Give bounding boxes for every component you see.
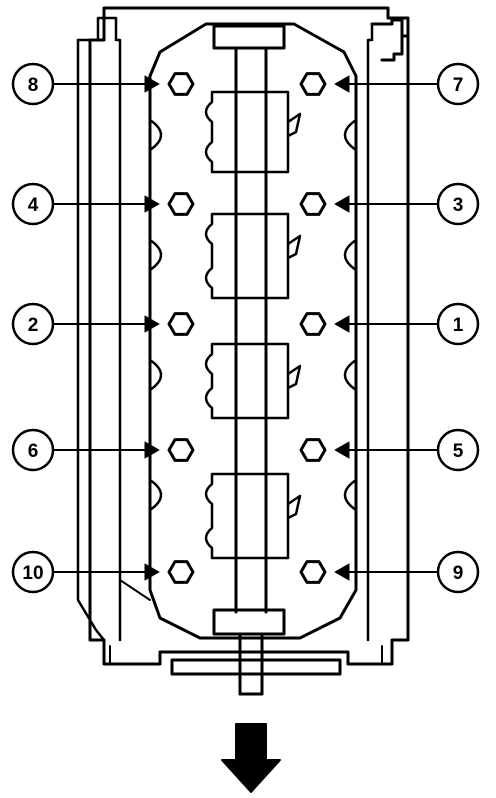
callout-8: 8 [11, 62, 160, 106]
arrow-head-icon [334, 441, 350, 459]
callout-10: 10 [11, 550, 160, 594]
arrow-head-icon [334, 563, 350, 581]
arrow-head-icon [334, 315, 350, 333]
bearing-cap [204, 472, 302, 560]
callout-label: 1 [453, 315, 464, 336]
bearing-cap [204, 212, 302, 300]
arrow-head-icon [144, 315, 160, 333]
callout-label: 8 [28, 75, 39, 96]
hex-bolt-icon [167, 72, 195, 96]
hex-bolt-icon [167, 438, 195, 462]
hex-bolt-icon [167, 560, 195, 584]
callout-circle [436, 62, 480, 106]
callout-2: 2 [11, 302, 160, 346]
callout-group: 8 7 4 3 2 1 6 5 10 9 [11, 62, 480, 594]
callout-6: 6 [11, 428, 160, 472]
bearing-cap [204, 342, 302, 420]
callout-circle [11, 428, 55, 472]
callout-label: 7 [453, 75, 464, 96]
callout-7: 7 [334, 62, 480, 106]
camshaft [170, 24, 342, 696]
callout-label: 6 [28, 441, 39, 462]
camshaft-housing-outline [148, 22, 358, 640]
arrow-head-icon [144, 75, 160, 93]
callout-label: 4 [28, 195, 39, 216]
callout-circle [436, 550, 480, 594]
callout-label: 2 [28, 315, 39, 336]
hex-bolt-icon [299, 438, 327, 462]
bearing-cap [204, 90, 302, 174]
arrow-head-icon [144, 195, 160, 213]
callout-circle [436, 182, 480, 226]
hex-bolt-icon [299, 312, 327, 336]
callout-label: 3 [453, 195, 464, 216]
callout-4: 4 [11, 182, 160, 226]
down-arrow-icon [221, 723, 281, 793]
callout-label: 9 [453, 563, 464, 584]
callout-label: 5 [453, 441, 464, 462]
cylinder-head-outline [76, 6, 410, 666]
callout-circle [11, 550, 55, 594]
hex-bolt-icon [299, 72, 327, 96]
hex-bolt-icon [299, 192, 327, 216]
arrow-head-icon [144, 441, 160, 459]
arrow-head-icon [334, 195, 350, 213]
callout-label: 10 [22, 563, 43, 584]
arrow-head-icon [144, 563, 160, 581]
callout-5: 5 [334, 428, 480, 472]
callout-9: 9 [334, 550, 480, 594]
callout-circle [436, 302, 480, 346]
arrow-head-icon [334, 75, 350, 93]
callout-1: 1 [334, 302, 480, 346]
hex-bolt-icon [167, 312, 195, 336]
callout-circle [11, 302, 55, 346]
hex-bolt-icon [299, 560, 327, 584]
callout-circle [11, 62, 55, 106]
hex-bolt-icon [167, 192, 195, 216]
callout-3: 3 [334, 182, 480, 226]
bolt-group [167, 72, 327, 584]
callout-circle [11, 182, 55, 226]
callout-circle [436, 428, 480, 472]
bearing-caps [204, 90, 302, 560]
